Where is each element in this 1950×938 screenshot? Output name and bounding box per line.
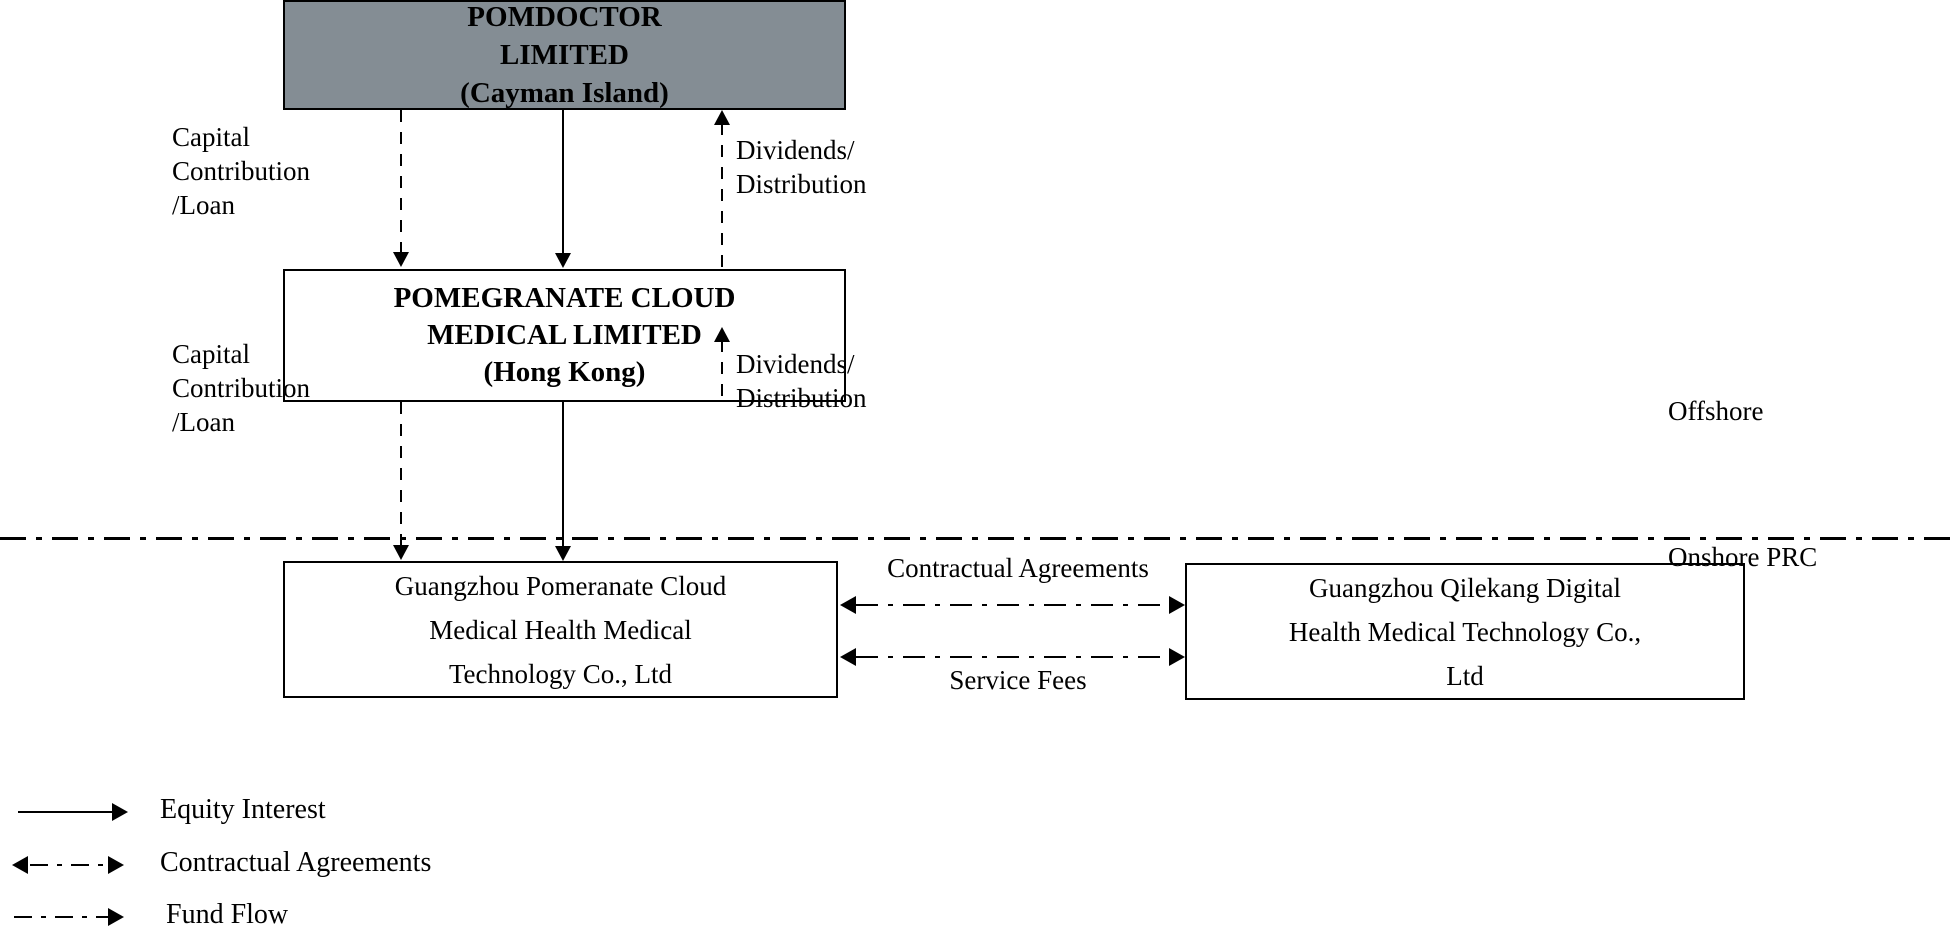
- label-capital-contribution-bottom: Capital Contribution /Loan: [172, 339, 311, 437]
- arrowhead-equity-interest-bottom: [555, 546, 571, 561]
- legend-arrowhead-right-fundflow: [108, 908, 124, 926]
- entity-name-line-2: Medical Health Medical: [429, 614, 692, 645]
- entity-box-guangzhou-qilekang-vie[interactable]: Guangzhou Qilekang Digital Health Medica…: [1185, 563, 1745, 700]
- entity-name-line-1: Guangzhou Pomeranate Cloud: [394, 570, 727, 601]
- connector-contractual-agreements: [856, 604, 1170, 606]
- connector-dividends-distribution-bottom: [721, 340, 723, 402]
- legend-label-contractual-agreements: Contractual Agreements: [160, 847, 432, 878]
- entity-jurisdiction-line: (Cayman Island): [460, 77, 669, 109]
- legend-marker-dashdot-line-both: [30, 864, 110, 866]
- entity-box-pomdoctor-limited[interactable]: POMDOCTOR LIMITED (Cayman Island): [283, 0, 846, 110]
- arrowhead-contractual-agreements-right: [1169, 596, 1185, 614]
- label-capital-contribution-top: Capital Contribution /Loan: [172, 122, 311, 220]
- entity-name-line-1: Guangzhou Qilekang Digital: [1309, 572, 1621, 603]
- label-contractual-agreements: Contractual Agreements: [887, 553, 1149, 583]
- legend-marker-solid-line: [18, 811, 114, 813]
- entity-name-line-2: MEDICAL LIMITED: [427, 319, 702, 351]
- connector-equity-interest-bottom: [562, 402, 564, 547]
- entity-name-line-3: Ltd: [1446, 660, 1484, 691]
- offshore-onshore-divider-line: [0, 537, 1950, 540]
- arrowhead-service-fees-right: [1169, 648, 1185, 666]
- arrowhead-equity-interest-top: [555, 253, 571, 268]
- label-offshore: Offshore: [1668, 396, 1764, 426]
- arrowhead-dividends-distribution-bottom: [714, 327, 730, 342]
- connector-equity-interest-top: [562, 110, 564, 255]
- label-service-fees: Service Fees: [949, 665, 1087, 695]
- entity-name-line-3: Technology Co., Ltd: [448, 658, 673, 689]
- legend-label-fund-flow: Fund Flow: [166, 899, 289, 930]
- label-dividends-distribution-bottom: Dividends/ Distribution: [736, 349, 867, 413]
- arrowhead-dividends-distribution-top: [714, 110, 730, 125]
- entity-name-line-1: POMDOCTOR: [467, 1, 662, 33]
- connector-capital-contribution-top: [400, 110, 402, 253]
- entity-name-line-2: LIMITED: [500, 39, 629, 71]
- entity-jurisdiction-line: (Hong Kong): [483, 356, 646, 388]
- label-dividends-distribution-top: Dividends/ Distribution: [736, 135, 867, 199]
- legend-arrowhead-right-solid: [112, 803, 128, 821]
- arrowhead-capital-contribution-bottom: [393, 545, 409, 560]
- legend-arrowhead-right-dashdot: [108, 856, 124, 874]
- entity-name-line-1: POMEGRANATE CLOUD: [393, 282, 736, 314]
- label-onshore-prc: Onshore PRC: [1668, 542, 1818, 572]
- legend-arrowhead-left-dashdot: [12, 856, 28, 874]
- legend-marker-dashdot-line-single: [14, 916, 110, 918]
- arrowhead-service-fees-left: [840, 648, 856, 666]
- entity-box-guangzhou-pomeranate-wfoe[interactable]: Guangzhou Pomeranate Cloud Medical Healt…: [283, 561, 838, 698]
- connector-service-fees: [856, 656, 1170, 658]
- legend-label-equity-interest: Equity Interest: [160, 794, 326, 825]
- connector-capital-contribution-bottom: [400, 402, 402, 546]
- entity-box-pomegranate-cloud-medical-limited[interactable]: POMEGRANATE CLOUD MEDICAL LIMITED (Hong …: [283, 269, 846, 402]
- arrowhead-contractual-agreements-left: [840, 596, 856, 614]
- arrowhead-capital-contribution-top: [393, 252, 409, 267]
- connector-dividends-distribution-top: [721, 123, 723, 269]
- entity-name-line-2: Health Medical Technology Co.,: [1288, 616, 1642, 647]
